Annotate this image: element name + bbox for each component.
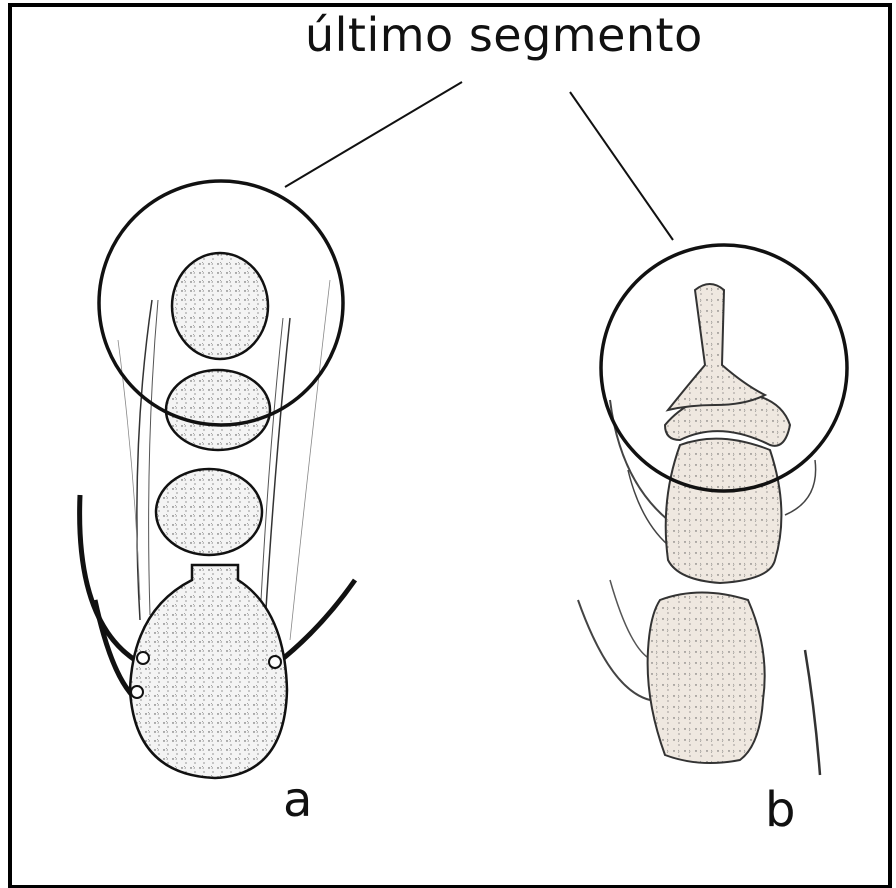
seta-socket-3 [269, 656, 281, 668]
seta-left-long-inner [149, 300, 158, 615]
seta-socket-2 [131, 686, 143, 698]
segment-a-base [130, 565, 287, 778]
seta-left-outer [118, 340, 140, 600]
leader-line-a [285, 82, 462, 187]
panel-label-a: a [283, 772, 312, 828]
seta-right-long-inner [260, 318, 283, 620]
seta-b-left-4 [610, 580, 652, 660]
panel-label-b: b [765, 782, 795, 838]
seta-right-outer [290, 280, 330, 640]
figure-title: último segmento [305, 8, 703, 62]
seta-socket-1 [137, 652, 149, 664]
segment-a-3 [156, 469, 262, 555]
seta-b-right [785, 460, 816, 515]
seta-b-left-2 [628, 470, 668, 545]
spine-left-1 [80, 495, 135, 660]
segment-a-2 [166, 370, 270, 450]
segment-a-last [172, 253, 268, 359]
specimen-a [80, 181, 355, 778]
specimen-b [578, 245, 847, 775]
spine-left-2 [95, 600, 132, 695]
spine-right [275, 580, 355, 665]
seta-b-right-long [805, 650, 820, 775]
segment-b-base [648, 593, 765, 764]
leader-line-b [570, 92, 673, 240]
segment-b-last [668, 284, 765, 410]
segment-b-2 [666, 439, 782, 583]
